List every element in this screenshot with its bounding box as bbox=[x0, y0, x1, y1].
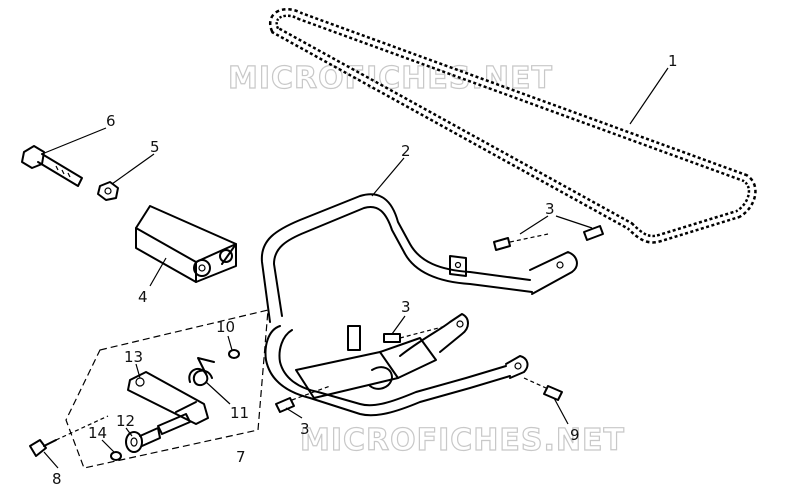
callout-3-lower: 3 bbox=[300, 420, 310, 438]
callout-3-upper: 3 bbox=[545, 200, 555, 218]
screw-8-part bbox=[29, 415, 109, 457]
callout-1: 1 bbox=[668, 52, 678, 70]
frame-bracket-lower-part bbox=[264, 313, 529, 417]
callout-10: 10 bbox=[216, 318, 235, 336]
callout-9: 9 bbox=[570, 426, 580, 444]
washer-10-part bbox=[228, 349, 240, 359]
nut-part bbox=[97, 181, 119, 201]
tensioner-arm-part bbox=[127, 371, 209, 425]
callout-14: 14 bbox=[88, 424, 107, 442]
callout-7: 7 bbox=[236, 448, 246, 466]
callout-13: 13 bbox=[124, 348, 143, 366]
callout-11: 11 bbox=[230, 404, 249, 422]
bolt-3-upper-right-part bbox=[583, 225, 604, 241]
tensioner-block-part bbox=[135, 205, 237, 283]
callout-numbers: 1 2 3 3 3 4 5 6 7 8 9 10 11 12 13 14 bbox=[52, 52, 678, 488]
bolt-3-middle-part bbox=[383, 325, 447, 343]
watermark-top: MICROFICHES.NET bbox=[228, 61, 553, 96]
bolt-3-upper-left-part bbox=[493, 233, 549, 251]
frame-bracket-upper-part bbox=[260, 193, 578, 323]
callout-6: 6 bbox=[106, 112, 116, 130]
spring-part bbox=[188, 357, 215, 387]
callout-12: 12 bbox=[116, 412, 135, 430]
callout-2: 2 bbox=[401, 142, 411, 160]
roller-part bbox=[125, 413, 191, 453]
drive-chain-part bbox=[269, 8, 757, 244]
callout-4: 4 bbox=[138, 288, 148, 306]
bolt-3-lower-part bbox=[275, 385, 331, 413]
callout-3-middle: 3 bbox=[401, 298, 411, 316]
tensioner-assembly-group bbox=[65, 309, 269, 469]
leader-lines bbox=[41, 67, 669, 469]
callout-8: 8 bbox=[52, 470, 62, 488]
callout-5: 5 bbox=[150, 138, 160, 156]
adjuster-bolt-part bbox=[21, 145, 83, 187]
watermark-bottom: MICROFICHES.NET bbox=[300, 423, 625, 458]
washer-part bbox=[110, 451, 122, 461]
bolt-9-part bbox=[523, 377, 563, 401]
